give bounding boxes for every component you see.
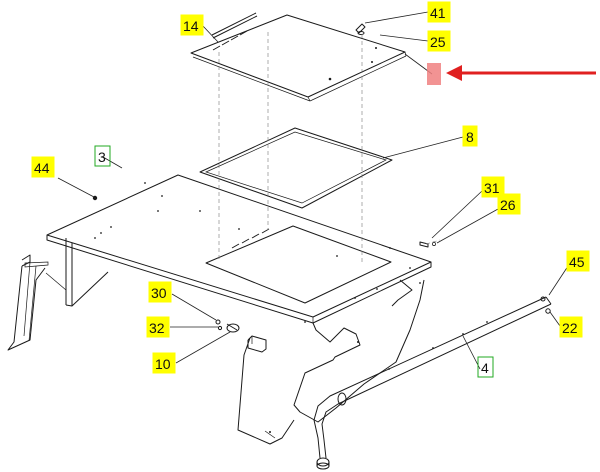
lid-panel [190,12,407,102]
callout-44: 44 [31,156,55,178]
callout-label: 10 [155,356,171,372]
alignment-lines [218,32,441,264]
small-fittings [215,319,240,333]
front-leg [45,238,109,307]
front-bracket [247,335,267,353]
red-arrow-icon [446,65,596,81]
callout-label: 25 [430,34,446,50]
callout-10: 10 [152,352,176,374]
callout-label: 41 [430,5,446,21]
callout-22: 22 [559,316,583,338]
tube-frame [313,296,552,470]
callout-label: 44 [34,160,50,176]
callout-label: 3 [98,149,106,165]
callout-8: 8 [462,125,478,147]
callout-label: 4 [481,360,489,376]
callout-31: 31 [481,176,505,198]
tabletop [46,174,436,324]
callout-14: 14 [180,14,204,36]
left-leg [7,254,49,351]
right-side-panel [237,279,425,445]
callout-label: 22 [562,320,578,336]
highlight-marker [427,63,441,85]
callout-45: 45 [566,250,590,272]
callout-label: 8 [466,129,474,145]
leader-lines [57,11,573,370]
callout-30: 30 [148,281,172,303]
callout-label: 31 [484,180,500,196]
callout-4: 4 [477,356,494,378]
callout-25: 25 [427,30,451,52]
callout-32: 32 [146,316,170,338]
callout-label: 30 [151,285,167,301]
callout-label: 14 [183,18,199,34]
callout-label: 45 [569,254,585,270]
callout-label: 32 [149,320,165,336]
callout-3: 3 [94,145,111,167]
callout-41: 41 [427,1,451,23]
gasket-frame [199,127,393,209]
callout-label: 26 [500,197,516,213]
callout-26: 26 [497,193,521,215]
